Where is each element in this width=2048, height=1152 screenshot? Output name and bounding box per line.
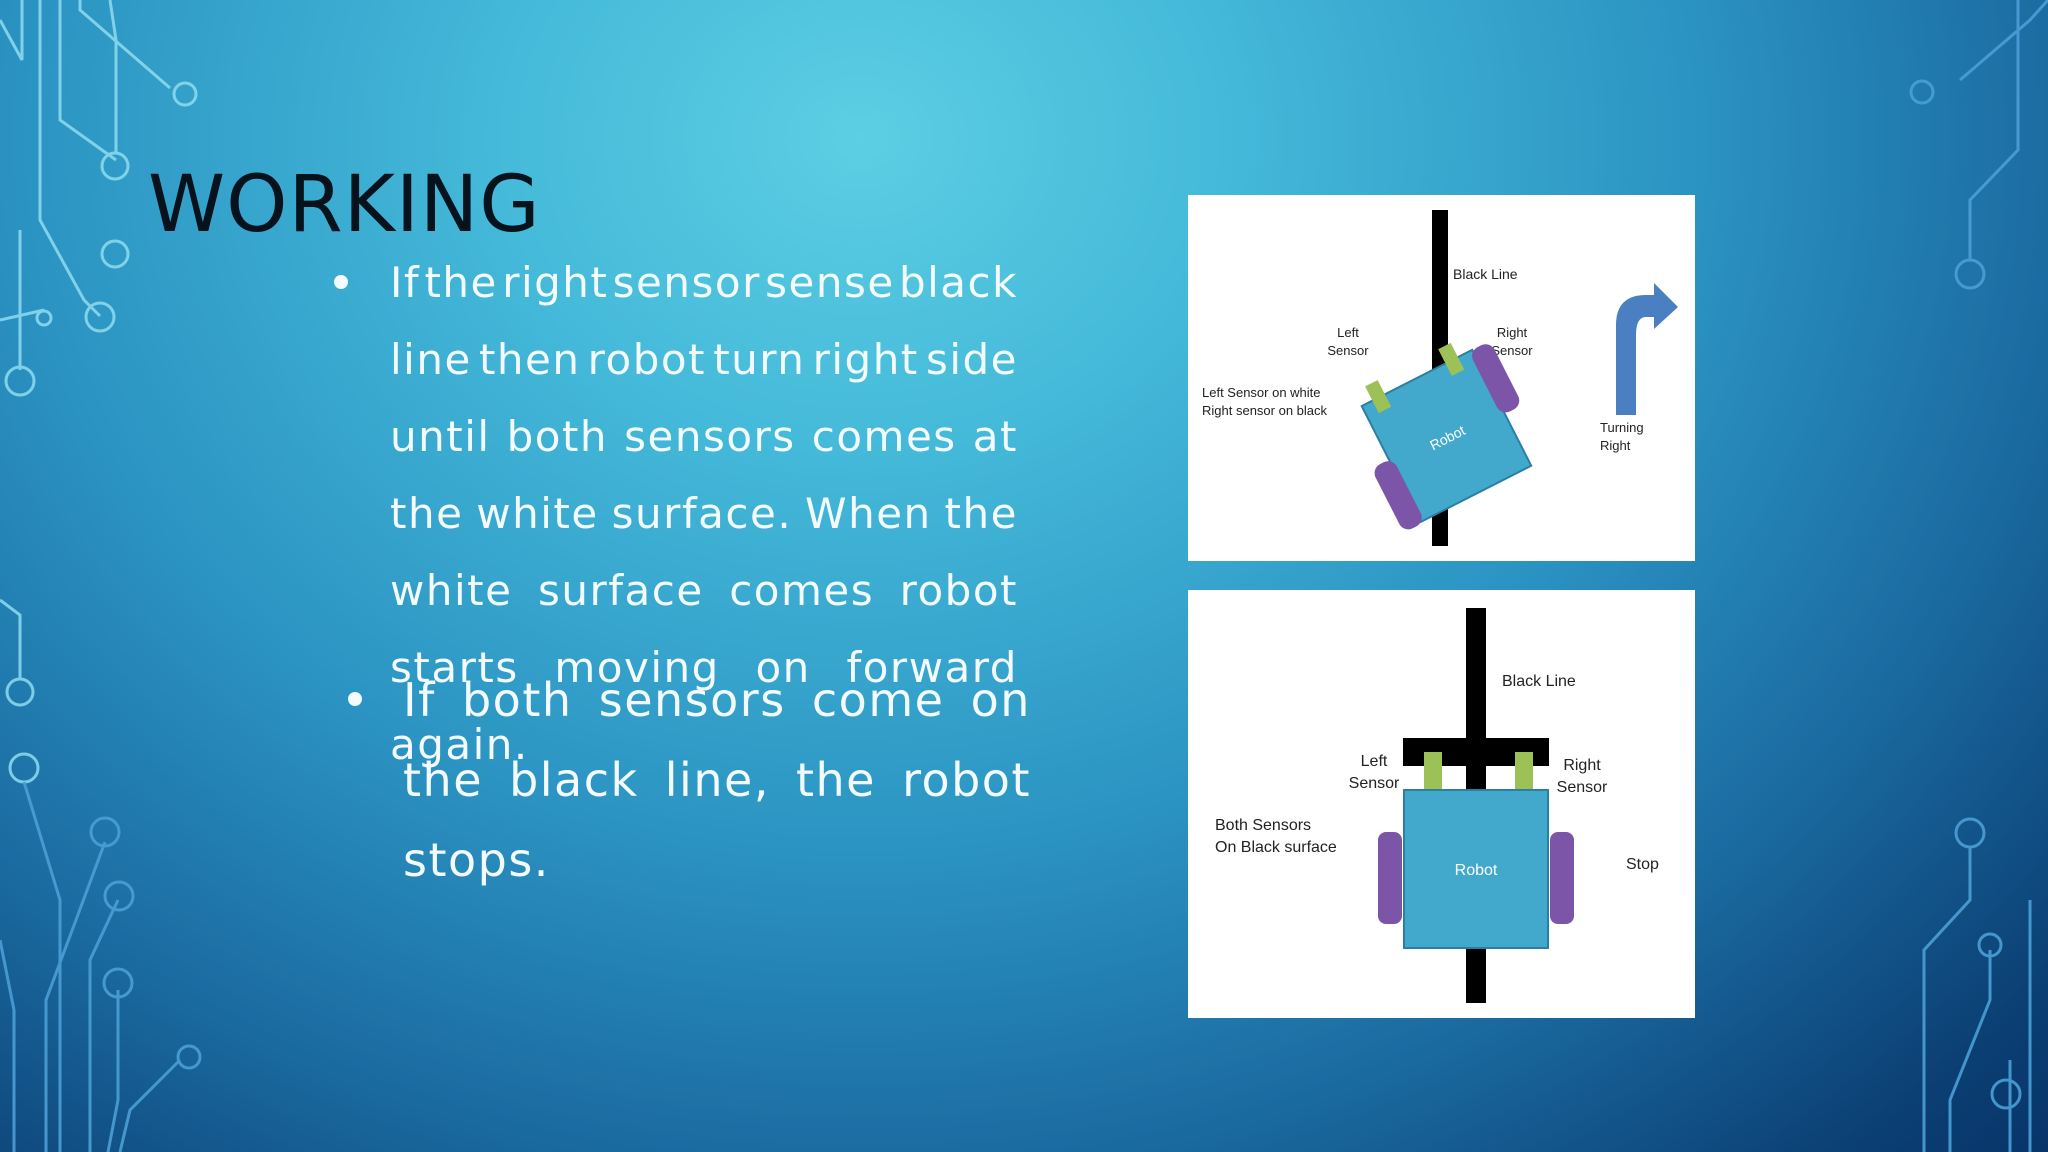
right-sensor-label: Right [1497,325,1528,340]
bullet-word: sensor [612,258,761,307]
bullet-word: sensors [624,412,796,461]
turn-right-arrow-icon [1616,283,1678,415]
bullet-2-line: the black line, the robot [403,753,1031,807]
slide-title: WORKING [148,160,541,251]
bullet-word: side [925,335,1018,384]
robot-body [1403,789,1549,949]
bullet-word: stops. [403,833,550,887]
bullet-word: white [390,566,513,615]
robot-rotated: Robot [1360,342,1533,530]
bullet-word: comes [729,566,875,615]
wheel-left [1374,461,1422,530]
bullet-word: on [970,673,1031,727]
right-sensor [1438,342,1465,376]
robot-label: Robot [1455,862,1498,879]
wheel-left [1378,832,1402,924]
bullet-word: robot [899,566,1018,615]
bullet-word: both [506,412,609,461]
left-sensor-label: Left [1361,753,1388,770]
turning-right-diagram: Black Line Left Sensor Right Sensor Left… [1188,195,1695,561]
bullet-word: robot [902,753,1031,807]
bullet-word: at [972,412,1018,461]
bullet-word: on [755,643,811,692]
bullet-dot-2 [348,692,362,706]
status-label: Right sensor on black [1202,403,1328,418]
bullet-1-line: again. [390,720,1018,769]
bullet-word: until [390,412,491,461]
bullet-word: again. [390,720,529,769]
bullet-word: surface [537,566,704,615]
bullet-word: starts [390,643,519,692]
bullet-word: the [403,753,483,807]
wheel-right [1472,344,1520,413]
bullet-word: turn [713,335,806,384]
left-sensor [1365,380,1392,414]
wheel-right [1550,832,1574,924]
bullet-word: forward [846,643,1018,692]
right-sensor-label: Sensor [1491,343,1533,358]
bullet-word: black [898,258,1018,307]
bullet-word: line [390,335,472,384]
bullet-dot-1 [334,275,348,289]
black-line-label: Black Line [1502,673,1576,690]
right-sensor-label: Right [1563,757,1601,774]
bullet-word: black [509,753,639,807]
bullet-word: come [811,673,945,727]
bullet-word: the [424,258,498,307]
bullet-word: white [476,489,599,538]
right-sensor-label: Sensor [1557,779,1608,796]
left-sensor-label: Left [1337,325,1359,340]
bullet-word: the [390,489,464,538]
bullet-word: sense [765,258,895,307]
stop-diagram: Robot Black Line Left Sensor Right Senso… [1188,590,1695,1018]
bullet-word: sensors [598,673,786,727]
bullet-2-line: stops. [403,833,1031,887]
bullet-1-line: white surface comes robot [390,566,1018,615]
bullet-word: comes [811,412,957,461]
status-label: On Black surface [1215,839,1337,856]
bullet-1-line: starts moving on forward [390,643,1018,692]
left-sensor [1424,752,1442,794]
bullet-word: robot [587,335,707,384]
bullet-word: line, [664,753,770,807]
bullet-word: If [403,673,436,727]
turn-label: Right [1600,438,1631,453]
bullet-word: right [502,258,609,307]
turn-label: Turning [1600,420,1644,435]
bullet-word: the [795,753,876,807]
bullet-word: surface. [611,489,793,538]
bullet-word: If [390,258,421,307]
black-line-label: Black Line [1453,266,1518,282]
bullet-word: When [805,489,932,538]
right-sensor [1515,752,1533,794]
bullet-word: both [461,673,573,727]
bullet-word: the [944,489,1018,538]
stop-label: Stop [1626,856,1659,873]
left-sensor-label: Sensor [1349,775,1400,792]
bullet-word: right [812,335,919,384]
status-label: Left Sensor on white [1202,385,1321,400]
left-sensor-label: Sensor [1327,343,1369,358]
status-label: Both Sensors [1215,817,1311,834]
bullet-word: moving [554,643,720,692]
bullet-word: then [478,335,581,384]
